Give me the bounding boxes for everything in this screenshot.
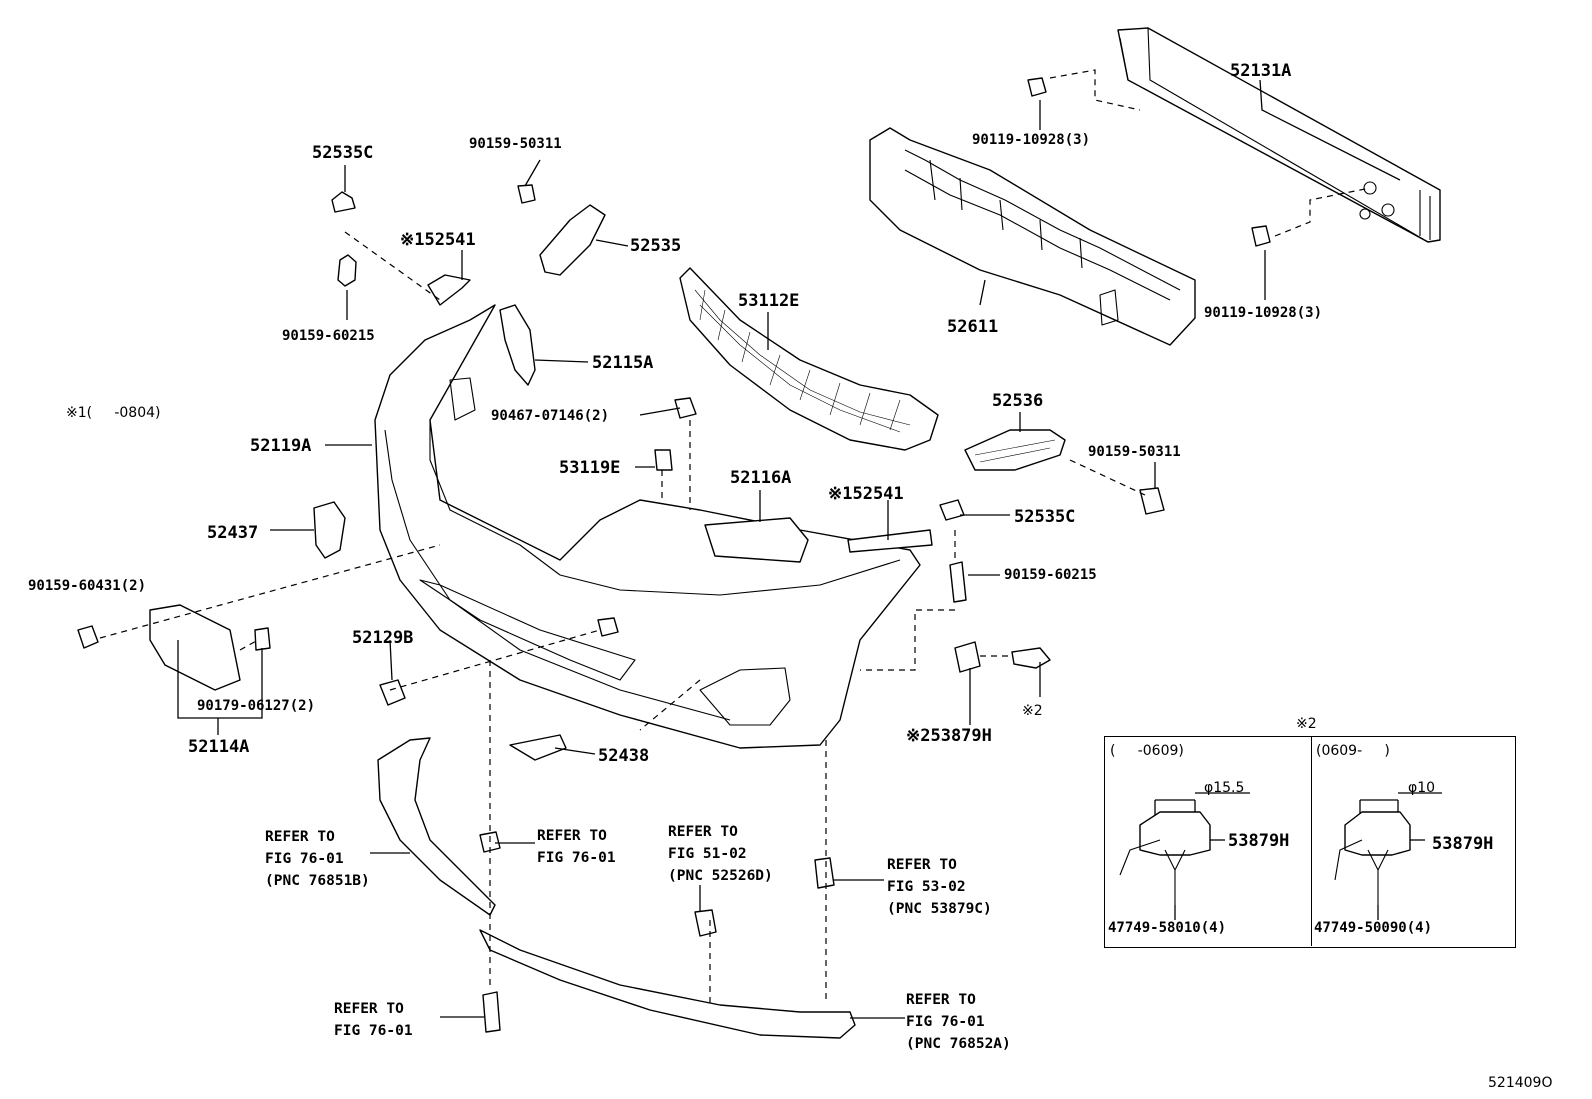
inset-clip-drawings xyxy=(1119,792,1442,920)
label-90159-50311-right: 90159-50311 xyxy=(1088,444,1181,460)
label-53112E: 53112E xyxy=(738,291,800,311)
label-52116A: 52116A xyxy=(730,468,792,488)
label-90159-60215-left: 90159-60215 xyxy=(282,328,375,344)
label-90119-10928-top: 90119-10928(3) xyxy=(972,132,1091,148)
inset-left-clip: 47749-58010(4) xyxy=(1108,920,1227,936)
leader-lines xyxy=(177,79,1401,1019)
label-90159-60431: 90159-60431(2) xyxy=(28,578,147,594)
note-1: ※1( -0804) xyxy=(66,405,161,421)
inset-right-clip: 47749-50090(4) xyxy=(1314,920,1433,936)
inset-right-part: 53879H xyxy=(1432,834,1494,854)
label-52119A: 52119A xyxy=(250,436,312,456)
label-52611: 52611 xyxy=(947,317,999,337)
label-90179-06127: 90179-06127(2) xyxy=(197,698,316,714)
label-52115A: 52115A xyxy=(592,353,654,373)
refer-53879C: REFER TO FIG 53-02 (PNC 53879C) xyxy=(887,857,992,917)
inset-left-diameter: φ15.5 xyxy=(1204,780,1245,796)
inset-right-range: (0609- ) xyxy=(1316,743,1390,759)
label-52129B: 52129B xyxy=(352,628,414,648)
refer-76851B: REFER TO FIG 76-01 (PNC 76851B) xyxy=(265,829,370,889)
label-52536: 52536 xyxy=(992,391,1044,411)
label-52535: 52535 xyxy=(630,236,682,256)
label-53119E: 53119E xyxy=(559,458,621,478)
label-90119-10928-bottom: 90119-10928(3) xyxy=(1204,305,1323,321)
inset-left-part: 53879H xyxy=(1228,831,1290,851)
label-90159-60215-right: 90159-60215 xyxy=(1004,567,1097,583)
lower-spoilers xyxy=(377,737,856,1039)
label-52535C-top: 52535C xyxy=(312,143,374,163)
label-52541-right: ※152541 xyxy=(828,484,904,504)
refer-76-01-center: REFER TO FIG 76-01 xyxy=(537,828,616,866)
label-52438: 52438 xyxy=(598,746,650,766)
note-2-marker: ※2 xyxy=(1022,703,1043,719)
label-52535C-right: 52535C xyxy=(1014,507,1076,527)
inset-left-range: ( -0609) xyxy=(1110,743,1184,759)
inset-box xyxy=(1104,736,1516,948)
energy-absorber-52611 xyxy=(869,127,1196,346)
refer-76-01-bottom: REFER TO FIG 76-01 xyxy=(334,1001,413,1039)
refer-52526D: REFER TO FIG 51-02 (PNC 52526D) xyxy=(668,824,773,884)
brackets xyxy=(499,204,1066,471)
label-52541-top: ※152541 xyxy=(400,230,476,250)
inset-right-diameter: φ10 xyxy=(1408,780,1436,796)
bumper-reinforcement-52131A xyxy=(1117,27,1441,243)
grille-53112E xyxy=(679,267,939,451)
inset-divider xyxy=(1311,736,1312,946)
inset-title: ※2 xyxy=(1296,716,1317,732)
small-parts xyxy=(77,77,1271,1033)
figure-code: 521409O xyxy=(1488,1075,1553,1091)
label-52437: 52437 xyxy=(207,523,259,543)
refer-76852A: REFER TO FIG 76-01 (PNC 76852A) xyxy=(906,992,1011,1052)
label-90467-07146: 90467-07146(2) xyxy=(491,408,610,424)
assembly-guides xyxy=(99,69,1371,1005)
label-52114A: 52114A xyxy=(188,737,250,757)
label-52131A: 52131A xyxy=(1230,61,1292,81)
label-53879H-main: ※253879H xyxy=(906,726,992,746)
label-90159-50311-top: 90159-50311 xyxy=(469,136,562,152)
